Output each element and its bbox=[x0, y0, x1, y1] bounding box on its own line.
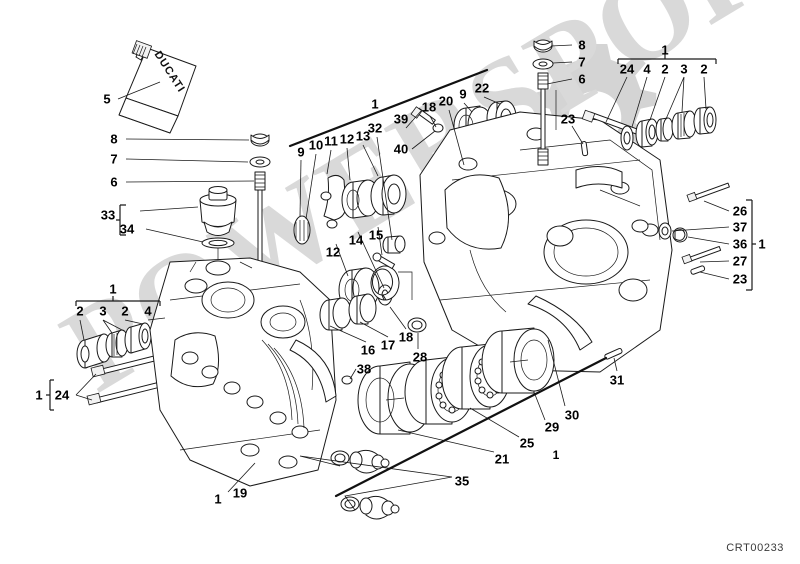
sealant-tube bbox=[118, 40, 197, 134]
main-bearing-group bbox=[357, 327, 555, 435]
callout-16: 16 bbox=[360, 342, 376, 358]
callout-2-a: 2 bbox=[76, 303, 84, 319]
callout-39: 39 bbox=[393, 111, 409, 127]
callout-19: 19 bbox=[232, 485, 248, 501]
oil-filter-assembly bbox=[199, 186, 237, 262]
callout-8-b: 8 bbox=[578, 37, 586, 53]
callout-7: 7 bbox=[110, 151, 118, 167]
callout-24-b: 24 bbox=[619, 61, 635, 77]
callout-26: 26 bbox=[732, 203, 748, 219]
callout-1-top: 1 bbox=[371, 96, 379, 112]
drawing-code: CRT00233 bbox=[726, 542, 784, 554]
callout-1-bottom: 1 bbox=[214, 491, 222, 507]
callout-10: 10 bbox=[308, 137, 324, 153]
callout-12-b: 12 bbox=[325, 244, 341, 260]
callout-11: 11 bbox=[324, 133, 338, 149]
callout-4-a: 4 bbox=[144, 303, 152, 319]
callout-1-diagonal: 1 bbox=[552, 448, 560, 462]
callout-38: 38 bbox=[356, 361, 372, 377]
left-crankcase-half bbox=[149, 257, 337, 487]
callout-34: 34 bbox=[119, 221, 135, 237]
callout-2-b: 2 bbox=[121, 303, 129, 319]
callout-5: 5 bbox=[103, 91, 111, 107]
callout-15: 15 bbox=[368, 227, 384, 243]
callout-9-b: 9 bbox=[459, 86, 467, 102]
callout-13: 13 bbox=[355, 128, 371, 144]
callout-25: 25 bbox=[519, 435, 535, 451]
callout-37: 37 bbox=[732, 219, 748, 235]
callout-22: 22 bbox=[474, 80, 490, 96]
callout-6: 6 bbox=[110, 174, 118, 190]
callout-17: 17 bbox=[380, 337, 396, 353]
callout-9-a: 9 bbox=[297, 144, 305, 160]
callout-3-b: 3 bbox=[680, 61, 688, 77]
callout-28: 28 bbox=[412, 349, 428, 365]
callout-21: 21 bbox=[494, 451, 510, 467]
callout-40: 40 bbox=[393, 141, 409, 157]
callout-7-b: 7 bbox=[578, 54, 586, 70]
callout-32: 32 bbox=[367, 120, 383, 136]
callout-8: 8 bbox=[110, 131, 118, 147]
callout-35: 35 bbox=[454, 473, 470, 489]
left-bearing-stack bbox=[76, 315, 175, 406]
right-crankcase-half bbox=[419, 111, 673, 373]
callout-12-a: 12 bbox=[339, 131, 355, 147]
callout-4-b: 4 bbox=[643, 61, 651, 77]
group-brackets bbox=[46, 54, 756, 498]
left-stud-stack bbox=[249, 133, 271, 269]
callout-2-c: 2 bbox=[661, 61, 669, 77]
right-hardware-group bbox=[658, 182, 730, 275]
callout-3-a: 3 bbox=[99, 303, 107, 319]
callout-24-a: 24 bbox=[54, 387, 70, 403]
drain-plug-group bbox=[330, 449, 400, 520]
callout-31: 31 bbox=[609, 372, 625, 388]
callout-23-b: 23 bbox=[732, 271, 748, 287]
callout-33: 33 bbox=[100, 207, 116, 223]
callout-36: 36 bbox=[732, 236, 748, 252]
callout-1-left: 1 bbox=[109, 281, 117, 297]
callout-1-bracket-24: 1 bbox=[35, 387, 43, 403]
callout-20: 20 bbox=[438, 93, 454, 109]
callout-2-d: 2 bbox=[700, 61, 708, 77]
callout-29: 29 bbox=[544, 419, 560, 435]
callout-14: 14 bbox=[348, 232, 364, 248]
callout-18-b: 18 bbox=[398, 329, 414, 345]
callout-1-right-mid: 1 bbox=[758, 236, 766, 252]
callout-30: 30 bbox=[564, 407, 580, 423]
callout-1-right-top: 1 bbox=[661, 42, 669, 58]
callout-18-a: 18 bbox=[421, 99, 437, 115]
callout-6-b: 6 bbox=[578, 71, 586, 87]
callout-27: 27 bbox=[732, 253, 748, 269]
callout-23-a: 23 bbox=[560, 111, 576, 127]
